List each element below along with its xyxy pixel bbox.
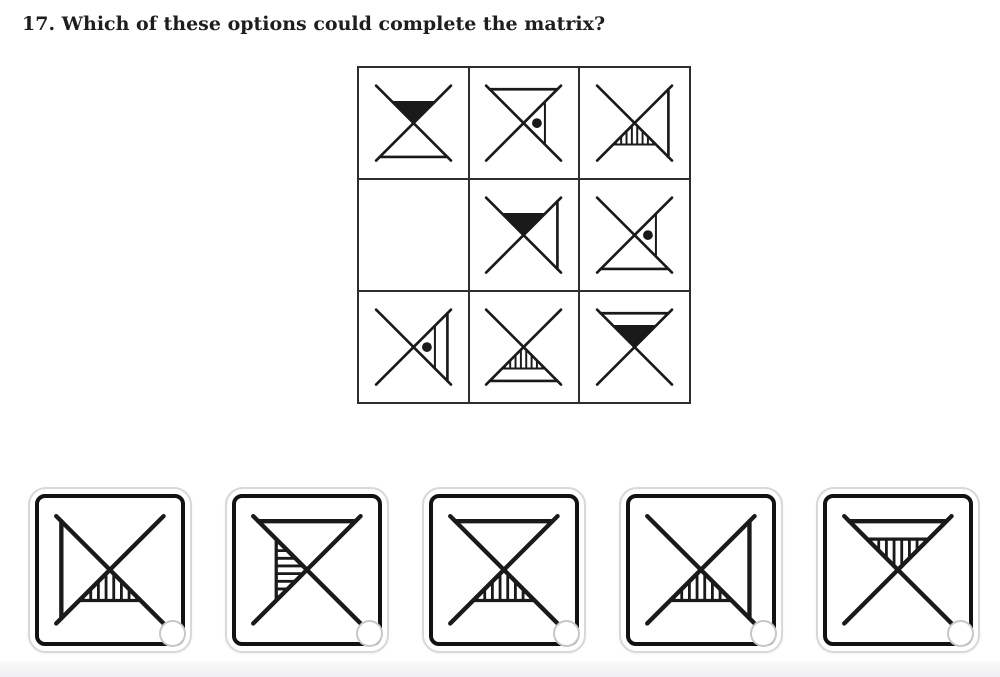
options-row <box>0 487 1000 659</box>
option-1[interactable] <box>28 487 192 653</box>
x-triangle-glyph <box>645 514 757 626</box>
matrix-cell-r3c2 <box>469 292 579 402</box>
matrix-cell-r2c3 <box>580 180 689 290</box>
x-triangle-glyph <box>448 514 560 626</box>
option-2[interactable] <box>225 487 389 653</box>
question-title: 17. Which of these options could complet… <box>22 13 606 35</box>
matrix-cell-r2c1-empty <box>359 180 468 290</box>
option-5[interactable] <box>816 487 980 653</box>
x-triangle-glyph <box>374 84 453 162</box>
option-4-glyph-frame <box>626 494 776 646</box>
x-triangle-glyph <box>485 308 563 386</box>
option-1-radio-circle[interactable] <box>159 620 186 647</box>
x-triangle-glyph <box>842 514 954 626</box>
matrix-cell-r3c3 <box>580 292 689 402</box>
x-triangle-glyph <box>595 84 674 162</box>
matrix-cell-r1c1 <box>359 68 468 178</box>
x-triangle-glyph <box>595 308 674 386</box>
option-3-radio-circle[interactable] <box>553 620 580 647</box>
matrix-cell-r1c2 <box>469 68 579 178</box>
option-2-radio-circle[interactable] <box>356 620 383 647</box>
option-5-glyph-frame <box>823 494 973 646</box>
option-4-radio-circle[interactable] <box>750 620 777 647</box>
option-3-glyph-frame <box>429 494 579 646</box>
option-5-radio-circle[interactable] <box>947 620 974 647</box>
x-triangle-glyph <box>251 514 363 626</box>
matrix-cell-r3c1 <box>359 292 468 402</box>
option-1-glyph-frame <box>35 494 185 646</box>
option-2-glyph-frame <box>232 494 382 646</box>
x-triangle-glyph <box>54 514 166 626</box>
footer-strip <box>0 661 1000 677</box>
matrix-cell-r1c3 <box>580 68 689 178</box>
x-triangle-glyph <box>595 196 674 274</box>
x-triangle-glyph <box>485 84 563 162</box>
x-triangle-glyph <box>374 308 453 386</box>
option-3[interactable] <box>422 487 586 653</box>
x-triangle-glyph <box>485 196 563 274</box>
matrix-cell-r2c2 <box>469 180 579 290</box>
matrix-grid <box>357 66 691 404</box>
option-4[interactable] <box>619 487 783 653</box>
